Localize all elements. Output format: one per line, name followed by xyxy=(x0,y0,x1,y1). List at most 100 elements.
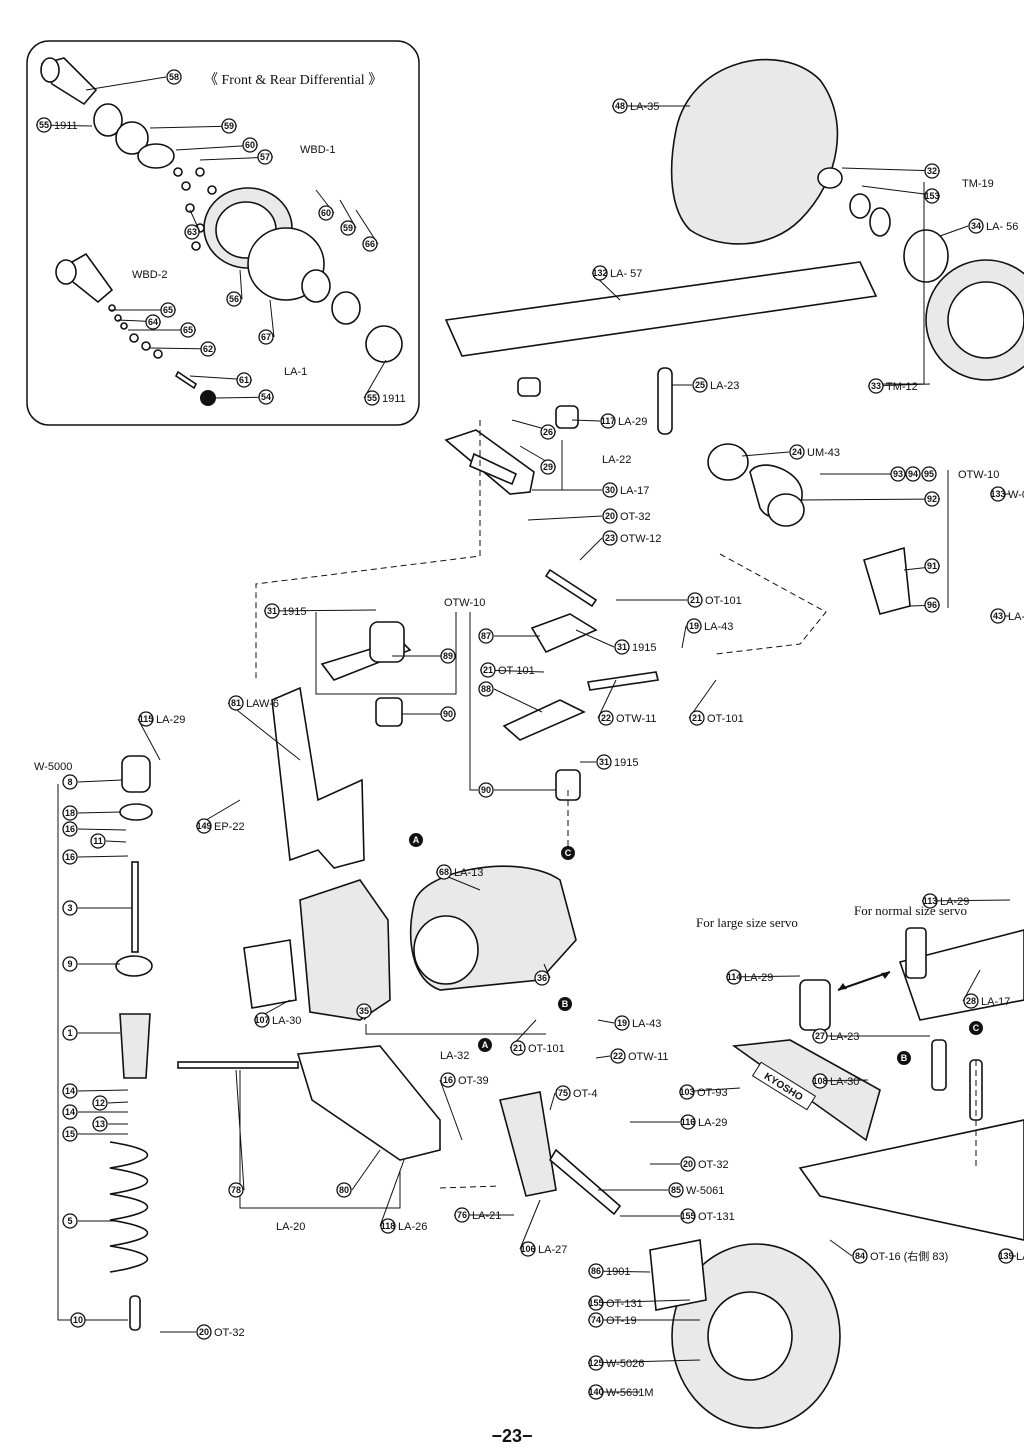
label-wbd1: WBD-1 xyxy=(300,144,335,156)
callout-part-code: LA xyxy=(1016,1251,1024,1263)
callout-circle xyxy=(228,1182,244,1198)
callout-part-code: OT-4 xyxy=(573,1088,597,1100)
callout-part-code: OT-101 xyxy=(528,1043,565,1055)
callout-number: 106 xyxy=(520,1244,535,1254)
callout-number: 76 xyxy=(457,1210,467,1220)
callout-circle xyxy=(679,1084,695,1100)
callout-circle xyxy=(602,530,618,546)
leader-line xyxy=(137,718,161,761)
callout-number: 16 xyxy=(65,824,75,834)
callout-part-code: OT-32 xyxy=(214,1327,245,1339)
callout-part-code: OT-101 xyxy=(498,665,535,677)
callout-part-code: LA-29 xyxy=(698,1117,727,1129)
callout-number: 20 xyxy=(683,1159,693,1169)
callout-circle xyxy=(592,265,608,281)
leader-line xyxy=(571,419,601,422)
callout-circle xyxy=(221,118,237,134)
marker-b-chassis: B xyxy=(897,1051,911,1065)
callout-number: 88 xyxy=(481,684,491,694)
callout-c64: 64 xyxy=(117,314,162,330)
callout-circle xyxy=(924,597,940,613)
callout-circle xyxy=(62,1104,78,1120)
marker-b-gearbox: B xyxy=(558,997,572,1011)
callout-c67: 67 xyxy=(258,299,275,345)
callout-number: 103 xyxy=(679,1087,694,1097)
callout-p11: 11 xyxy=(90,833,127,849)
marker-a-upper: A xyxy=(409,833,423,847)
callout-p32: 32 xyxy=(841,163,941,179)
callout-circle xyxy=(905,466,921,482)
callout-part-code: LA- 56 xyxy=(986,221,1018,233)
callout-circle xyxy=(922,893,938,909)
group-label-w5000: W-5000 xyxy=(34,761,72,773)
callout-part-code: 1911 xyxy=(54,120,78,132)
leader-line xyxy=(351,1149,381,1191)
callout-circle xyxy=(90,833,106,849)
normal-servo-caption: For normal size servo xyxy=(854,903,967,918)
callout-p87: 87 xyxy=(478,628,540,644)
callout-circle xyxy=(440,648,456,664)
callout-circle xyxy=(362,236,378,252)
callout-number: 57 xyxy=(260,152,270,162)
callout-number: 25 xyxy=(695,380,705,390)
leader-line xyxy=(107,1101,129,1104)
callout-p153: 153 xyxy=(861,185,941,204)
callout-circle xyxy=(555,1085,571,1101)
callout-circle xyxy=(686,618,702,634)
callout-c59a: 59 xyxy=(149,118,238,134)
callout-part-code: OTW-11 xyxy=(616,713,657,725)
callout-p88: 88 xyxy=(478,681,543,713)
callout-part-code: 1901 xyxy=(606,1266,630,1278)
callout-number: 56 xyxy=(229,294,239,304)
callout-circle xyxy=(340,220,356,236)
marker-a-lower: A xyxy=(478,1038,492,1052)
callout-circle xyxy=(990,486,1006,502)
callout-number: 16 xyxy=(443,1075,453,1085)
callout-number: 80 xyxy=(339,1185,349,1195)
callout-part-code: LA-29 xyxy=(156,714,185,726)
callout-part-code: LA-43 xyxy=(704,621,733,633)
callout-circle xyxy=(598,710,614,726)
callout-circle xyxy=(924,188,940,204)
callout-number: 19 xyxy=(617,1018,627,1028)
callout-part-code: LA-43 xyxy=(632,1018,661,1030)
callout-part-code: LA-35 xyxy=(630,101,659,113)
callout-circle xyxy=(689,710,705,726)
callout-part-code: OT-101 xyxy=(705,595,742,607)
callout-number: 58 xyxy=(169,72,179,82)
callout-p19b: 19 LA-43 xyxy=(597,1015,661,1031)
callout-p10: 10 xyxy=(70,1312,128,1328)
callout-number: 1 xyxy=(67,1028,72,1038)
callout-number: 13 xyxy=(95,1119,105,1129)
callout-circle xyxy=(138,711,154,727)
callout-number: 140 xyxy=(588,1387,603,1397)
callout-circle xyxy=(588,1312,604,1328)
callout-number: 3 xyxy=(67,903,72,913)
callout-part-code: W-5026 xyxy=(606,1358,644,1370)
callout-circle xyxy=(62,774,78,790)
callout-circle xyxy=(480,662,496,678)
callout-part-code: LA-26 xyxy=(398,1221,427,1233)
callout-circle xyxy=(789,444,805,460)
leader-line xyxy=(239,269,243,300)
group-label-tm19: TM-19 xyxy=(962,178,994,190)
callout-p14a: 14 xyxy=(62,1083,129,1099)
callout-number: 22 xyxy=(601,713,611,723)
callout-number: 22 xyxy=(613,1051,623,1061)
callout-p91: 91 xyxy=(903,558,941,574)
svg-text:B: B xyxy=(562,999,569,1009)
callout-part-code: LA-13 xyxy=(454,867,483,879)
callout-circle xyxy=(890,466,906,482)
callout-c63: 63 xyxy=(184,209,201,240)
callout-part-code: OT-16 (右側 83) xyxy=(870,1249,948,1263)
callout-p80: 80 xyxy=(336,1149,381,1198)
